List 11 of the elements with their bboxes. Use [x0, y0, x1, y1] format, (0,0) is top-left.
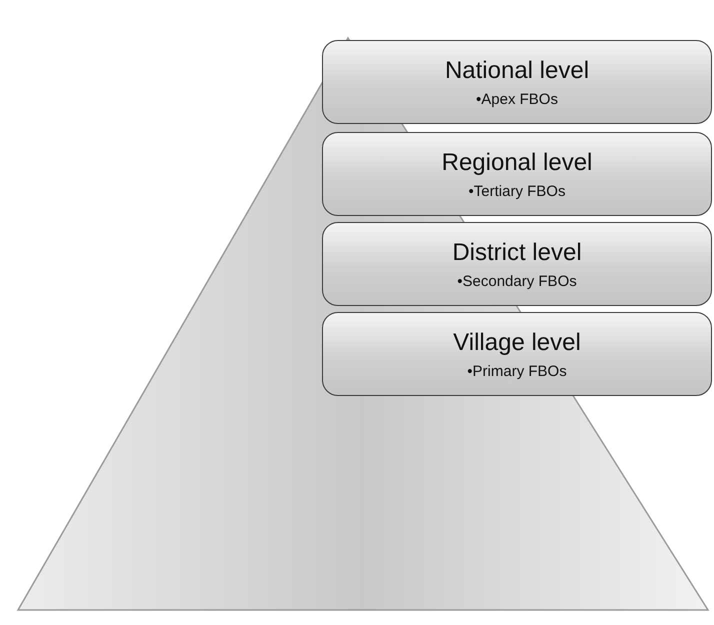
level-item: •Tertiary FBOs	[468, 182, 566, 200]
level-box	[322, 222, 712, 306]
level-title: National level	[444, 56, 590, 84]
level-box	[322, 40, 712, 124]
level-box	[322, 132, 712, 216]
level-title: District level	[452, 238, 582, 266]
level-title: Village level	[453, 328, 581, 356]
level-item: •Primary FBOs	[467, 362, 567, 380]
level-title: Regional level	[442, 148, 592, 176]
level-item: •Apex FBOs	[476, 90, 558, 108]
level-item: •Secondary FBOs	[457, 272, 577, 290]
